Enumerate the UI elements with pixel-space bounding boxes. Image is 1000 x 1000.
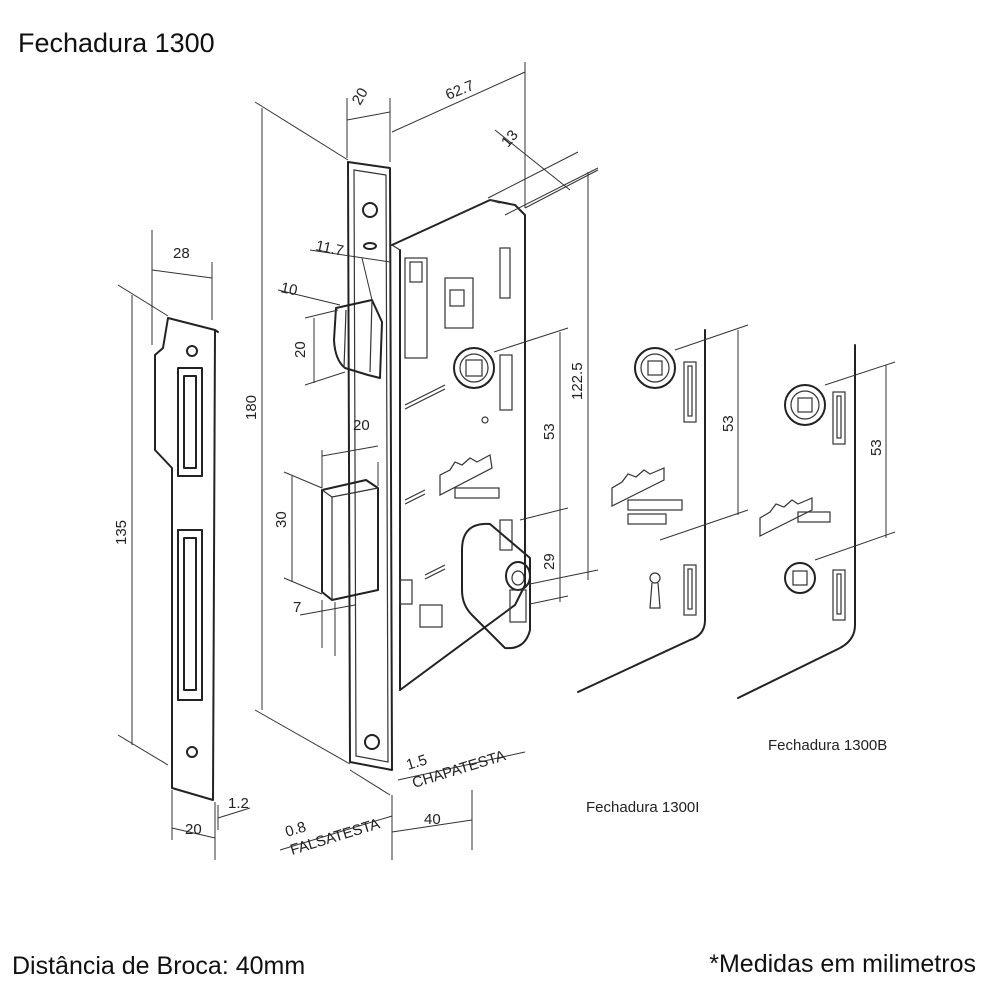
dim-28: 28 [173, 245, 190, 262]
variant-1300b-dim: 53 [814, 361, 896, 561]
chapatesta-value: 1.5 [404, 751, 429, 773]
dim-20-top: 20 [349, 85, 372, 108]
dead-bolt [321, 479, 379, 601]
page-title: Fechadura 1300 [18, 28, 215, 58]
variant-1300i-plate [577, 329, 706, 693]
dim-13: 13 [498, 127, 522, 151]
dim-62-7: 62.7 [443, 77, 476, 104]
dim-53-b: 53 [868, 439, 885, 456]
faceplate [347, 161, 393, 771]
drill-distance-note: Distância de Broca: 40mm [12, 952, 306, 980]
strike-dimensions: 28 135 20 1.2 [113, 230, 251, 860]
variant-1300i-dim: 53 [659, 324, 749, 541]
chapatesta-label: 1.5 CHAPATESTA [397, 747, 526, 792]
variant-1300b-caption: Fechadura 1300B [768, 737, 887, 754]
dim-53-i: 53 [720, 415, 737, 432]
falsatesta-label: 0.8 FALSATESTA [279, 769, 393, 859]
strike-plate [154, 317, 219, 801]
dim-53: 53 [541, 423, 558, 440]
dim-40: 40 [424, 811, 441, 828]
dim-20-strike: 20 [185, 821, 202, 838]
dim-135: 135 [113, 520, 130, 545]
dim-11-7: 11.7 [314, 237, 345, 259]
dim-7: 7 [293, 599, 301, 616]
dim-122-5: 122.5 [569, 362, 586, 400]
dim-29: 29 [541, 553, 558, 570]
units-note: *Medidas em milimetros [709, 950, 976, 978]
lock-dimensions: 20 62.7 13 11.7 10 20 180 20 [243, 62, 599, 860]
dim-20-latch: 20 [292, 341, 309, 358]
falsatesta-value: 0.8 [283, 818, 308, 840]
dim-20-bolt: 20 [353, 417, 370, 434]
dim-30: 30 [273, 511, 290, 528]
dim-180: 180 [243, 395, 260, 420]
dim-10: 10 [279, 279, 299, 299]
latch-bolt [333, 299, 383, 379]
variant-1300i-caption: Fechadura 1300I [586, 799, 699, 816]
variant-1300b-plate [737, 344, 856, 699]
lock-case [391, 199, 526, 691]
spindle-hub [453, 347, 495, 389]
cylinder [461, 522, 531, 650]
dim-1-2: 1.2 [228, 795, 249, 812]
